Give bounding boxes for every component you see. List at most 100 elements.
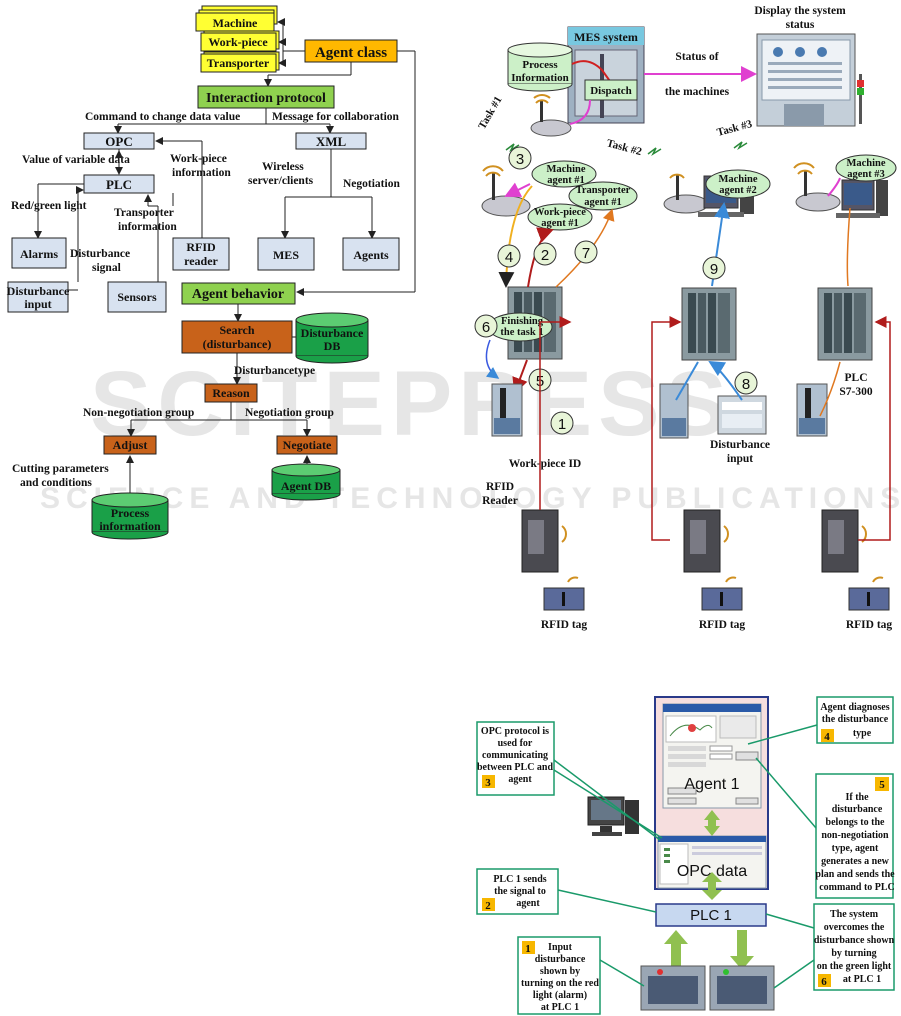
cutting-1: Cutting parameters (12, 463, 109, 475)
workpiece-box (200, 32, 277, 52)
search-2: (disturbance) (203, 337, 272, 351)
svg-text:9: 9 (710, 261, 718, 278)
disturbance-input-photo (717, 395, 767, 435)
display-status-2: status (786, 19, 815, 31)
opc-label: OPC (105, 134, 132, 149)
transporter-photo-2 (659, 383, 689, 439)
disturbance-input-box (7, 281, 69, 313)
agents-label: Agents (353, 248, 389, 262)
disturbance-signal-2: signal (92, 262, 121, 274)
rfid-tag-b: RFID tag (699, 619, 746, 631)
value-var-label: Value of variable data (22, 154, 130, 166)
svg-text:by turning: by turning (831, 948, 876, 959)
svg-text:at PLC 1: at PLC 1 (843, 974, 881, 985)
plc-s7-1: PLC (845, 372, 868, 384)
rfid-tag-icon-2 (701, 576, 743, 611)
svg-text:5: 5 (879, 779, 885, 791)
task1-label: Task #1 (476, 94, 504, 131)
negotiate-box (276, 435, 338, 455)
workpiece-agent1-2: agent #1 (541, 218, 579, 229)
machine-agent2-ellipse (705, 169, 771, 199)
disturbance-signal-1: Disturbance (70, 248, 130, 260)
dispatch-box (584, 79, 638, 101)
callout-note-1: 1 Input disturbance shown by turning on … (517, 936, 601, 1015)
disturbance-input-1: Disturbance (7, 284, 70, 298)
svg-text:disturbance: disturbance (832, 804, 883, 815)
machine-agent1-1: Machine (546, 164, 585, 175)
svg-text:1: 1 (525, 943, 531, 955)
alarms-label: Alarms (20, 247, 58, 261)
step-circle-7: 7 (574, 240, 598, 264)
wireless-1: Wireless (262, 161, 304, 173)
negotiation-label: Negotiation (343, 178, 400, 190)
transporter-agent1-2: agent #1 (584, 197, 622, 208)
mes-system-label: MES system (574, 30, 638, 44)
neg-group-label: Negotiation group (245, 407, 334, 419)
sensors-box (107, 281, 167, 313)
cmd-change-label: Command to change data value (85, 111, 240, 123)
svg-text:type: type (853, 728, 872, 739)
callout-note-5: 5 If the disturbance belongs to the non-… (815, 773, 895, 899)
machine-label: Machine (213, 16, 258, 30)
svg-text:agent: agent (516, 898, 540, 909)
dispatch-label: Dispatch (590, 85, 632, 97)
transporter-agent1-1: Transporter (576, 185, 631, 196)
rfid-tag-a: RFID tag (541, 619, 588, 631)
workstation-icon-3 (793, 162, 888, 218)
svg-text:overcomes the: overcomes the (824, 922, 885, 933)
agent1-label: Agent 1 (684, 776, 739, 793)
transporter-info-1: Transporter (114, 207, 174, 219)
svg-text:the disturbance: the disturbance (822, 714, 889, 725)
mes-box (257, 237, 315, 271)
step-circle-8: 8 (734, 371, 758, 395)
machine-agent1-2: agent #1 (547, 175, 585, 186)
agent-db-cylinder: Agent DB (271, 463, 341, 501)
alarm-photo (640, 965, 706, 1011)
svg-text:agent: agent (508, 774, 532, 785)
status-machines-1: Status of (675, 51, 718, 63)
rfid-reader-photo-3 (821, 509, 867, 573)
disturbance-db-1: Disturbance (301, 326, 364, 340)
svg-text:2: 2 (541, 247, 549, 264)
rfid-reader-1: RFID (186, 240, 216, 254)
opc-data-label: OPC data (677, 863, 747, 880)
svg-text:PLC 1 sends: PLC 1 sends (493, 874, 546, 885)
task3-label: Task #3 (716, 118, 754, 139)
router-icon-mes (530, 94, 572, 137)
reason-label: Reason (212, 386, 250, 400)
svg-text:between PLC and: between PLC and (477, 762, 554, 773)
double-arrow-opc-plc (702, 872, 722, 900)
wp-info-1: Work-piece (170, 153, 227, 165)
plc1-label: PLC 1 (690, 907, 732, 924)
red-green-label: Red/green light (11, 200, 87, 212)
opc-data-window: OPC data (657, 835, 767, 889)
rfid-reader-box (172, 237, 230, 271)
svg-text:light (alarm): light (alarm) (533, 990, 587, 1001)
transporter-box (200, 53, 277, 73)
plc-photo-2 (681, 287, 737, 361)
disturbance-db-cylinder: Disturbance DB (295, 312, 369, 364)
process-info-2: information (99, 519, 161, 533)
process-info-cylinder-right: Process Information (507, 42, 573, 92)
adjust-box (103, 435, 157, 455)
machine-agent3-1: Machine (846, 158, 885, 169)
arrow-up-from-photo (664, 930, 688, 970)
step-circle-3: 3 (508, 146, 532, 170)
svg-text:shown by: shown by (540, 966, 580, 977)
computer-icon (587, 796, 639, 836)
rfid-reader-photo-2 (683, 509, 729, 573)
adjust-label: Adjust (113, 438, 148, 452)
negotiate-label: Negotiate (283, 438, 332, 452)
finishing-2: the task 1 (500, 327, 543, 338)
machine-agent3-2: agent #3 (847, 169, 885, 180)
callout-note-6: The system overcomes the disturbance sho… (813, 903, 895, 991)
workpiece-agent1-1: Work-piece (534, 207, 586, 218)
plc-photo-3 (817, 287, 873, 361)
svg-text:belongs to the: belongs to the (826, 817, 885, 828)
transporter-photo-3 (796, 383, 828, 437)
svg-text:turning on the red: turning on the red (521, 978, 599, 989)
svg-text:disturbance shown: disturbance shown (814, 935, 895, 946)
svg-text:3: 3 (485, 777, 491, 789)
rfid-reader-r2: Reader (482, 495, 518, 507)
svg-text:4: 4 (505, 249, 513, 266)
